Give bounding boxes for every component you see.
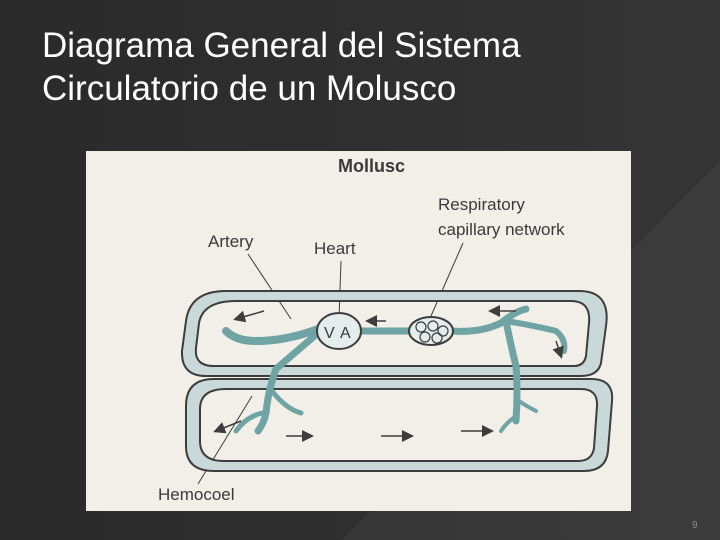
title-line-1: Diagrama General del Sistema (42, 24, 682, 67)
ventricle-letter: V (324, 325, 335, 342)
artery-label: Artery (208, 232, 254, 251)
diagram-canvas: Mollusc Artery Heart Respiratory capilla… (86, 151, 631, 511)
title-line-2: Circulatorio de un Molusco (42, 67, 682, 110)
leader-lines (198, 243, 463, 484)
slide-title: Diagrama General del Sistema Circulatori… (42, 24, 682, 110)
atrium-letter: A (340, 325, 351, 342)
page-number: 9 (692, 520, 698, 531)
heart: V A (317, 313, 361, 349)
respiratory-label-line2: capillary network (438, 220, 565, 239)
heart-label: Heart (314, 239, 356, 258)
respiratory-capillary-network (409, 317, 453, 345)
hemocoel-label: Hemocoel (158, 485, 235, 504)
mollusc-circulatory-diagram: Mollusc Artery Heart Respiratory capilla… (86, 151, 631, 511)
diagram-heading: Mollusc (338, 156, 405, 176)
respiratory-label-line1: Respiratory (438, 195, 525, 214)
lower-hemocoel-compartment (186, 379, 612, 471)
